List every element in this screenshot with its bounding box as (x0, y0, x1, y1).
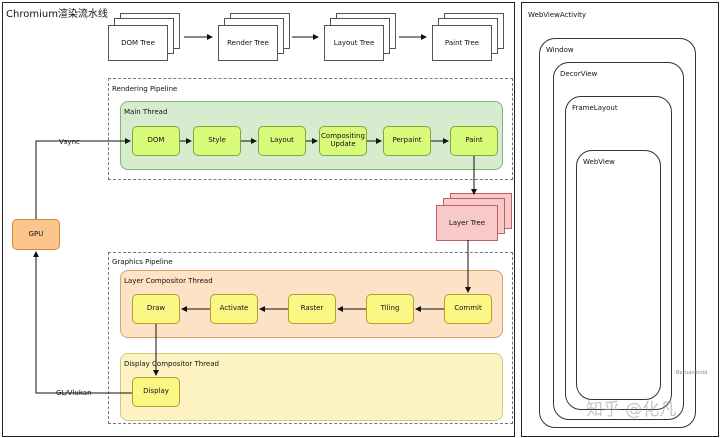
stage-style: Style (193, 126, 241, 156)
display-compositor-label: Display Compositor Thread (124, 360, 219, 368)
tree-doc-render: Render Tree (218, 13, 290, 61)
gpu-node: GPU (12, 219, 60, 250)
stage-paint: Paint (450, 126, 498, 156)
main-thread-label: Main Thread (124, 108, 168, 116)
stage-commit: Commit (444, 294, 492, 324)
android-title: WebViewActivity (528, 11, 587, 19)
webview-box (576, 150, 661, 400)
rendering-pipeline-label: Rendering Pipeline (112, 85, 178, 93)
tree-doc-label: Layout Tree (324, 25, 384, 61)
stage-activate: Activate (210, 294, 258, 324)
stage-compositing-update: Compositing Update (319, 126, 367, 156)
tree-doc-paint: Paint Tree (432, 13, 504, 61)
stage-display: Display (132, 377, 180, 407)
main-thread-box (120, 101, 503, 170)
stage-tiling: Tiling (366, 294, 414, 324)
graphics-pipeline-box (108, 252, 513, 424)
decorview-label: DecorView (560, 70, 598, 78)
framelayout-label: FrameLayout (572, 104, 618, 112)
window-label: Window (546, 46, 574, 54)
webview-label: WebView (583, 158, 615, 166)
layer-tree-label: Layer Tree (436, 205, 498, 241)
stage-layout: Layout (258, 126, 306, 156)
vsync-label: Vsync (58, 138, 81, 146)
layer-compositor-label: Layer Compositor Thread (124, 277, 213, 285)
watermark-zhihu: 知乎 @化凡 (586, 400, 677, 420)
chromium-title: Chromium渲染流水线 (6, 9, 108, 20)
graphics-pipeline-label: Graphics Pipeline (112, 258, 173, 266)
tree-doc-layout: Layout Tree (324, 13, 396, 61)
tree-doc-dom: DOM Tree (108, 13, 180, 61)
decorview-box (553, 62, 684, 420)
tree-doc-label: DOM Tree (108, 25, 168, 61)
watermark-small: Bezuandroid (676, 370, 708, 376)
stage-perpaint: Perpaint (383, 126, 431, 156)
layer-tree-doc: Layer Tree (436, 193, 512, 245)
stage-draw: Draw (132, 294, 180, 324)
rendering-pipeline-box (108, 78, 513, 180)
framelayout-box (565, 96, 672, 410)
tree-doc-label: Render Tree (218, 25, 278, 61)
tree-doc-label: Paint Tree (432, 25, 492, 61)
stage-raster: Raster (288, 294, 336, 324)
display-compositor-box (120, 353, 503, 421)
stage-dom: DOM (132, 126, 180, 156)
window-box (539, 38, 696, 428)
